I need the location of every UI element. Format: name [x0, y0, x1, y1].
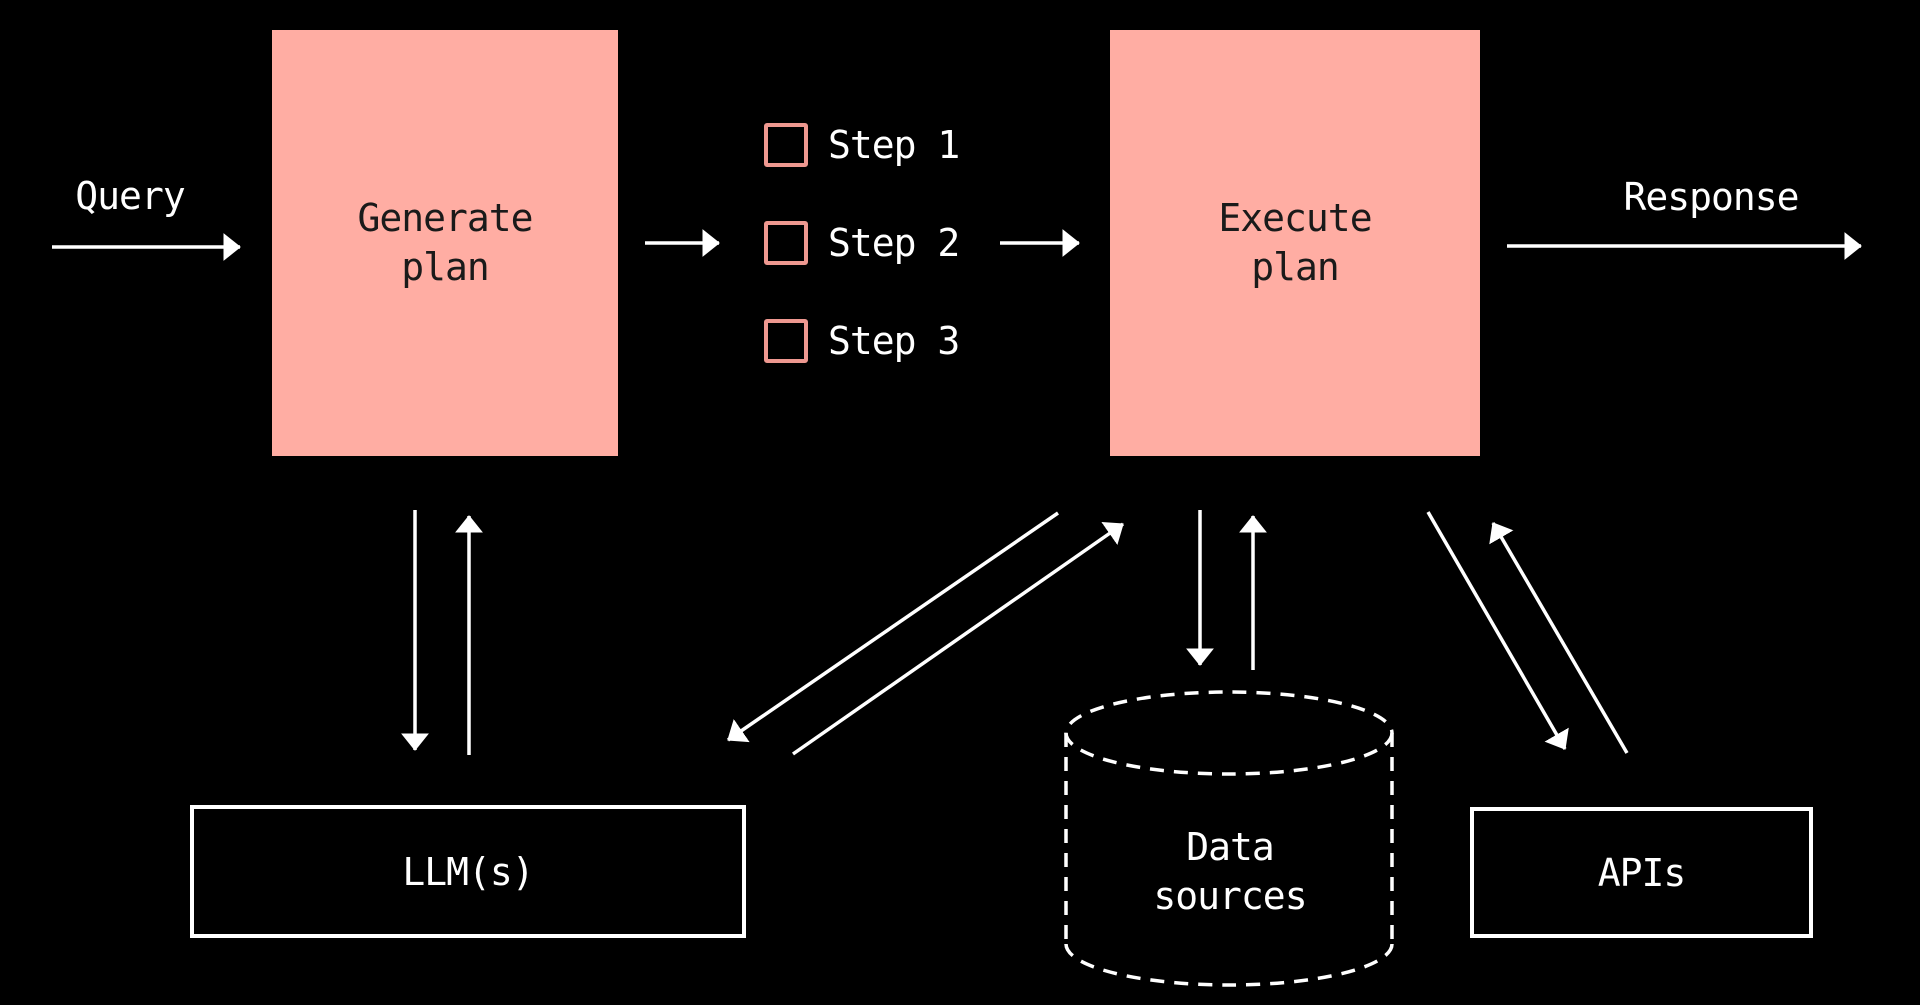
- response-label: Response: [1623, 175, 1799, 219]
- apis-label: APIs: [1597, 850, 1687, 895]
- execute-to-apis-arrow: [1426, 511, 1569, 750]
- data-sources-node: Data sources: [1114, 823, 1346, 921]
- generate-plan-node: Generate plan: [272, 30, 618, 456]
- checkbox-icon: [764, 123, 808, 167]
- step-item-2: Step 2: [764, 221, 960, 265]
- generate-plan-label: Generate plan: [357, 196, 533, 289]
- query-label: Query: [75, 174, 185, 218]
- step-label: Step 3: [828, 319, 960, 363]
- execute-to-llm-arrow: [727, 511, 1059, 743]
- llm-node: LLM(s): [190, 805, 746, 938]
- apis-to-execute-arrow: [1489, 522, 1629, 754]
- step-item-3: Step 3: [764, 319, 960, 363]
- data-sources-label: Data sources: [1153, 825, 1307, 918]
- checkbox-icon: [764, 319, 808, 363]
- step-label: Step 1: [828, 123, 960, 167]
- execute-plan-node: Execute plan: [1110, 30, 1480, 456]
- step-label: Step 2: [828, 221, 960, 265]
- checkbox-icon: [764, 221, 808, 265]
- step-item-1: Step 1: [764, 123, 960, 167]
- execute-plan-label: Execute plan: [1218, 196, 1372, 289]
- llm-to-execute-arrow: [791, 522, 1125, 756]
- llm-label: LLM(s): [402, 849, 534, 894]
- apis-node: APIs: [1470, 807, 1813, 938]
- database-cylinder-icon: [1064, 690, 1394, 987]
